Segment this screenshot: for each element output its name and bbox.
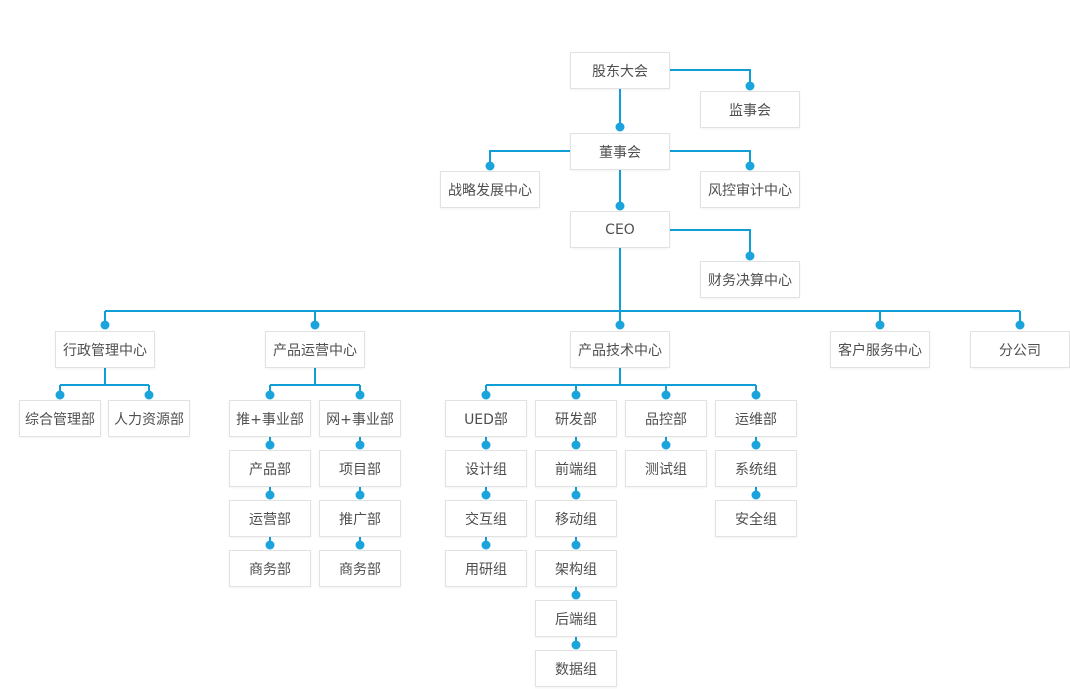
org-node-backend-group: 后端组 bbox=[535, 600, 617, 637]
org-node-ceo: CEO bbox=[570, 211, 670, 248]
org-node-testing-group: 测试组 bbox=[625, 450, 707, 487]
org-node-user-research-group: 用研组 bbox=[445, 550, 527, 587]
connector-dots bbox=[55, 81, 1025, 650]
org-node-system-group: 系统组 bbox=[715, 450, 797, 487]
org-node-ops-dept: 运维部 bbox=[715, 400, 797, 437]
org-node-ued-dept: UED部 bbox=[445, 400, 527, 437]
org-node-operation-dept: 运营部 bbox=[229, 500, 311, 537]
org-node-architecture-group: 架构组 bbox=[535, 550, 617, 587]
org-node-project-dept: 项目部 bbox=[319, 450, 401, 487]
org-node-product-operation-center: 产品运营中心 bbox=[265, 331, 365, 368]
org-node-business-dept-1: 商务部 bbox=[229, 550, 311, 587]
org-node-product-technology-center: 产品技术中心 bbox=[570, 331, 670, 368]
org-node-financial-accounting-center: 财务决算中心 bbox=[700, 261, 800, 298]
org-node-security-group: 安全组 bbox=[715, 500, 797, 537]
org-node-board-of-directors: 董事会 bbox=[570, 133, 670, 170]
org-node-risk-audit-center: 风控审计中心 bbox=[700, 171, 800, 208]
org-node-frontend-group: 前端组 bbox=[535, 450, 617, 487]
org-node-interaction-group: 交互组 bbox=[445, 500, 527, 537]
org-node-wang-plus-division: 网+事业部 bbox=[319, 400, 401, 437]
org-node-supervisory-board: 监事会 bbox=[700, 91, 800, 128]
org-node-tui-plus-division: 推+事业部 bbox=[229, 400, 311, 437]
org-node-mobile-group: 移动组 bbox=[535, 500, 617, 537]
org-node-admin-management-center: 行政管理中心 bbox=[55, 331, 155, 368]
org-node-business-dept-2: 商务部 bbox=[319, 550, 401, 587]
org-node-promotion-dept: 推广部 bbox=[319, 500, 401, 537]
org-node-strategy-development-center: 战略发展中心 bbox=[440, 171, 540, 208]
org-node-rd-dept: 研发部 bbox=[535, 400, 617, 437]
org-node-human-resources-dept: 人力资源部 bbox=[108, 400, 190, 437]
org-node-product-dept: 产品部 bbox=[229, 450, 311, 487]
org-node-quality-control-dept: 品控部 bbox=[625, 400, 707, 437]
org-node-branch-company: 分公司 bbox=[970, 331, 1070, 368]
org-node-data-group: 数据组 bbox=[535, 650, 617, 687]
org-node-general-management-dept: 综合管理部 bbox=[19, 400, 101, 437]
org-node-design-group: 设计组 bbox=[445, 450, 527, 487]
org-node-customer-service-center: 客户服务中心 bbox=[830, 331, 930, 368]
org-node-shareholders-meeting: 股东大会 bbox=[570, 52, 670, 89]
